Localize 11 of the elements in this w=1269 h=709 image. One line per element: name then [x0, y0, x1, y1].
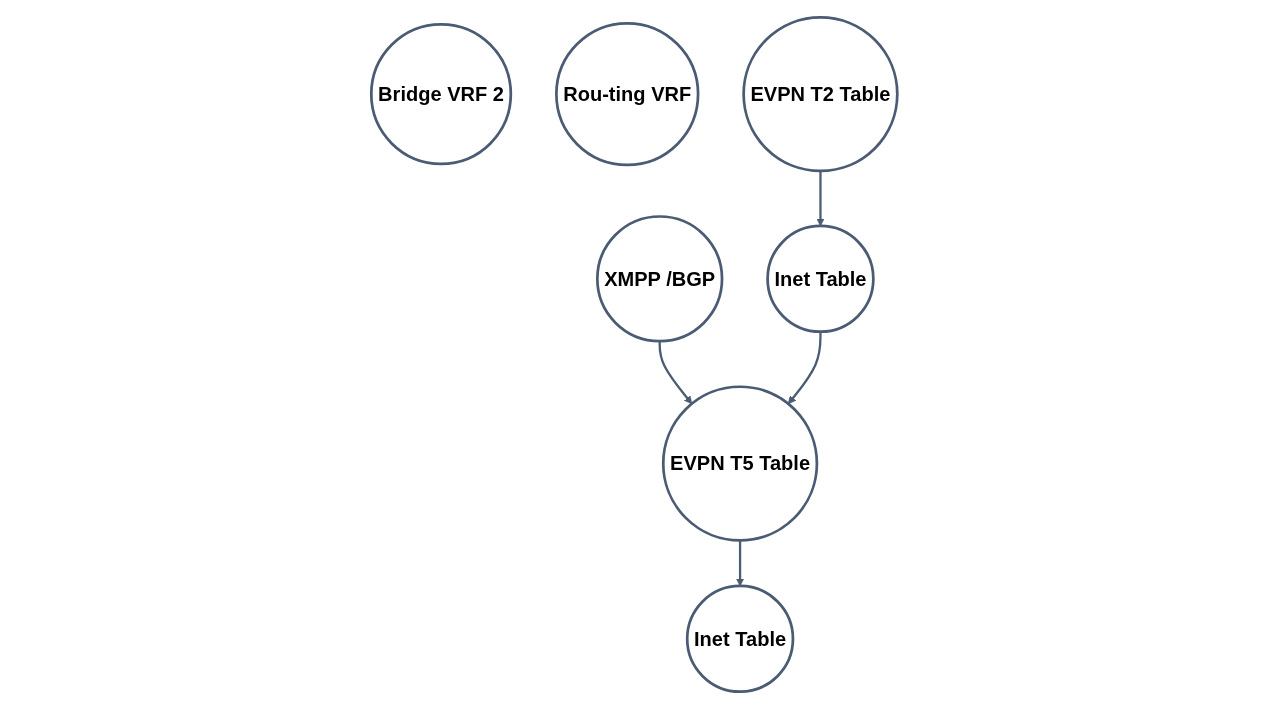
arrow — [658, 341, 693, 405]
arrow — [788, 331, 822, 405]
node-circle: Inet Table — [686, 584, 795, 694]
node-circle: Bridge VRF 2 — [370, 23, 513, 166]
node-circle: Inet Table — [766, 224, 875, 334]
node-circle: EVPN T5 Table — [662, 385, 819, 542]
node-circle: EVPN T2 Table — [742, 15, 899, 173]
node-circle: XMPP /BGP — [596, 215, 724, 343]
node-circle: Rou-ting VRF — [555, 21, 700, 167]
arrow — [736, 540, 745, 587]
arrow — [816, 170, 825, 227]
